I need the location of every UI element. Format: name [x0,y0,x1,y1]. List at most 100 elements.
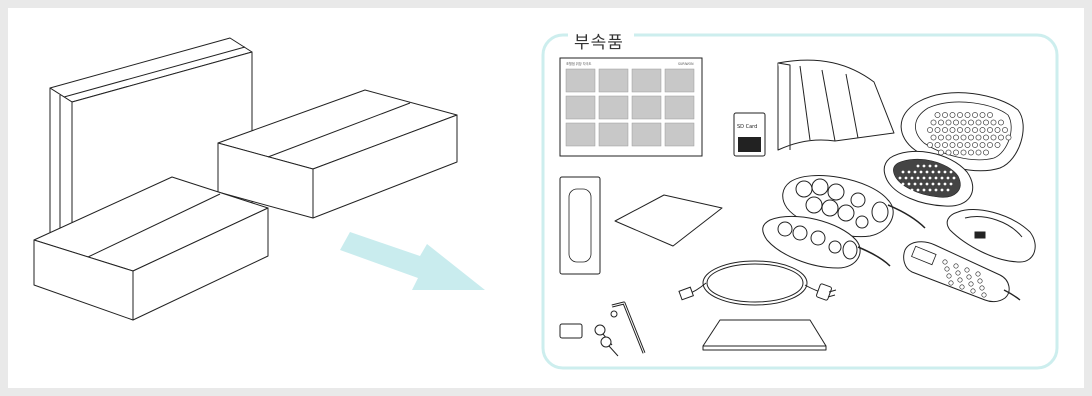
remote-key [976,272,980,276]
texture-dot [976,120,981,125]
texture-dot [902,183,905,186]
texture-dot [911,189,914,192]
texture-dot [946,150,951,155]
packaging-illustration: 조혈점 위장 자극도 SURIWON SD Card [8,8,1084,388]
texture-dot [938,171,941,174]
texture-dot [941,177,944,180]
texture-dot [946,120,951,125]
texture-dot [950,142,955,147]
texture-dot [968,120,973,125]
screws [595,311,618,356]
texture-dot [931,135,936,140]
texture-dot [991,120,996,125]
chart-cell [566,69,595,92]
texture-dot [983,120,988,125]
texture-dot [998,135,1003,140]
storage-tray [560,177,600,274]
chart-cell [566,96,595,119]
sd-card-label: SD Card [737,124,757,130]
texture-dot [947,189,950,192]
texture-dot [944,183,947,186]
texture-dot [917,177,920,180]
remote-key [971,289,975,293]
manual-panel: 조혈점 위장 자극도 SURIWON SD Card [8,8,1084,388]
remote-key [982,293,986,297]
chart-cell [632,123,661,146]
texture-dot [908,183,911,186]
texture-dot [987,142,992,147]
remote-key [956,271,960,275]
remote-key [978,279,982,283]
texture-dot [953,120,958,125]
texture-dot [908,171,911,174]
texture-dot [926,171,929,174]
texture-dot [998,120,1003,125]
texture-dot [968,135,973,140]
texture-dot [927,142,932,147]
texture-dot [957,127,962,132]
texture-dot [961,135,966,140]
texture-dot [929,177,932,180]
texture-dot [980,112,985,117]
texture-dot [968,150,973,155]
remote-key [943,260,947,264]
chart-brand: SURIWON [678,62,694,66]
chart-cell [599,96,628,119]
texture-dot [920,183,923,186]
hex-key [612,303,644,353]
remote-key [958,278,962,282]
texture-dot [905,189,908,192]
texture-dot [938,135,943,140]
remote-key [954,264,958,268]
texture-dot [987,127,992,132]
chart-cell [665,69,694,92]
texture-dot [914,171,917,174]
texture-dot [935,127,940,132]
texture-dot [938,150,943,155]
texture-dot [938,120,943,125]
texture-dot [942,127,947,132]
texture-dot [950,183,953,186]
texture-dot [950,171,953,174]
flat-sheet [703,320,826,350]
texture-dot [965,112,970,117]
cover-plate [560,324,582,338]
chart-cell [632,69,661,92]
folded-mat [778,60,894,150]
texture-dot [920,171,923,174]
chart-cell [632,96,661,119]
texture-dot [957,142,962,147]
sd-card: SD Card [734,113,765,156]
texture-dot [927,127,932,132]
texture-dot [938,183,941,186]
chart-header: 조혈점 위장 자극도 [566,61,592,66]
texture-dot [941,189,944,192]
remote-key [945,267,949,271]
texture-dot [935,177,938,180]
power-cable [679,261,836,305]
texture-dot [1002,127,1007,132]
texture-dot [935,112,940,117]
texture-dot [905,177,908,180]
chart-cell [599,123,628,146]
texture-dot [976,150,981,155]
chart-cell [665,96,694,119]
texture-dot [942,112,947,117]
texture-dot [983,135,988,140]
texture-dot [917,165,920,168]
texture-dot [914,183,917,186]
texture-dot [961,150,966,155]
texture-dot [931,120,936,125]
texture-dot [950,112,955,117]
texture-dot [929,189,932,192]
box-right [218,90,457,218]
user-manual [615,195,722,246]
texture-dot [995,142,1000,147]
texture-dot [944,171,947,174]
texture-dot [911,177,914,180]
texture-dot [923,177,926,180]
acupressure-chart: 조혈점 위장 자극도 SURIWON [560,58,702,156]
accessories-title: 부속품 [568,33,634,53]
texture-dot [926,183,929,186]
chart-cell [665,123,694,146]
